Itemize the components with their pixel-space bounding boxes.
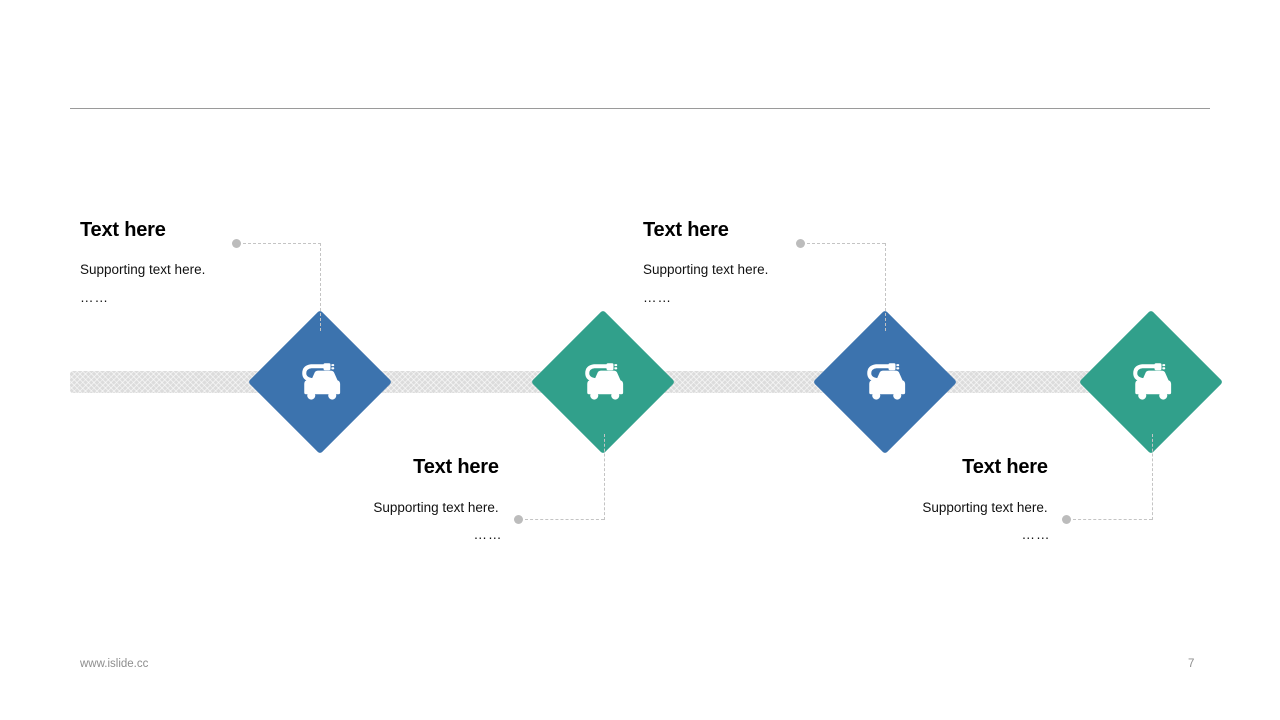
block-dots-bottom-right: …… xyxy=(1021,527,1051,542)
connector-h-4 xyxy=(1073,519,1152,520)
connector-v-2 xyxy=(604,434,605,520)
connector-h-2 xyxy=(525,519,604,520)
timeline-node-4[interactable] xyxy=(1078,309,1224,455)
block-subtitle-top-right: Supporting text here. xyxy=(643,262,769,277)
timeline-node-3[interactable] xyxy=(812,309,958,455)
footer-page-number: 7 xyxy=(1188,658,1195,670)
block-subtitle-bottom-left: Supporting text here. xyxy=(373,500,499,515)
block-title-bottom-left: Text here xyxy=(413,456,499,478)
connector-dot-3 xyxy=(796,239,805,248)
connector-dot-2 xyxy=(514,515,523,524)
connector-h-3 xyxy=(807,243,885,244)
timeline-node-2[interactable] xyxy=(530,309,676,455)
block-subtitle-bottom-right: Supporting text here. xyxy=(922,500,1048,515)
connector-v-1 xyxy=(320,243,321,331)
block-title-top-right: Text here xyxy=(643,219,729,241)
connector-v-4 xyxy=(1152,434,1153,520)
connector-v-3 xyxy=(885,243,886,331)
header-divider-rule xyxy=(70,108,1210,109)
block-title-bottom-right: Text here xyxy=(962,456,1048,478)
block-title-top-left: Text here xyxy=(80,219,166,241)
connector-dot-1 xyxy=(232,239,241,248)
block-dots-top-left: …… xyxy=(80,290,109,305)
footer-url[interactable]: www.islide.cc xyxy=(80,658,149,670)
block-dots-top-right: …… xyxy=(643,290,672,305)
block-subtitle-top-left: Supporting text here. xyxy=(80,262,206,277)
block-dots-bottom-left: …… xyxy=(473,527,503,542)
connector-dot-4 xyxy=(1062,515,1071,524)
connector-h-1 xyxy=(243,243,321,244)
timeline-node-1[interactable] xyxy=(247,309,393,455)
